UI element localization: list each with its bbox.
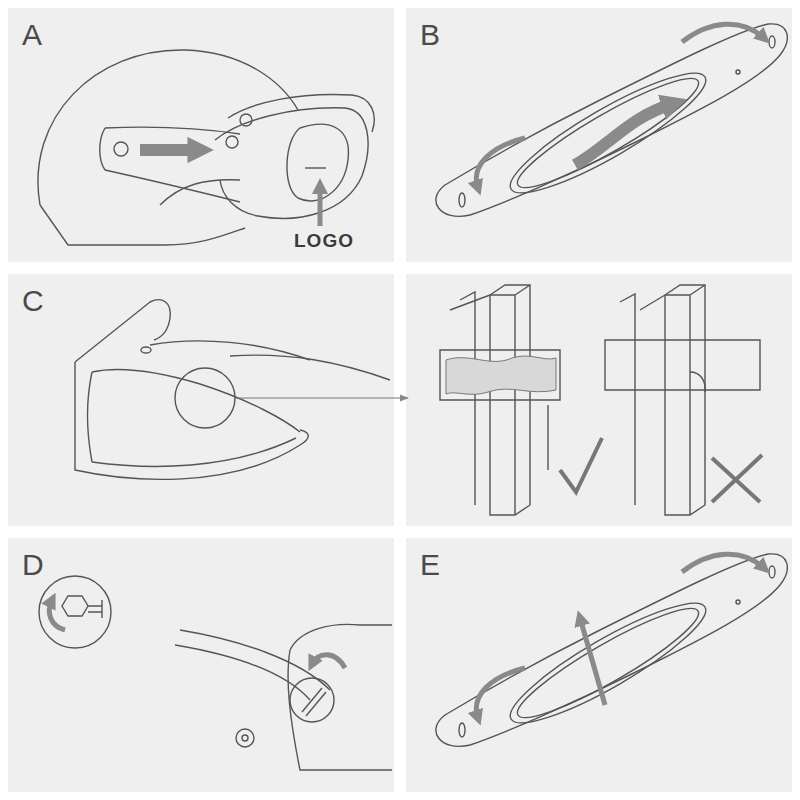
detail-panel: [406, 274, 792, 526]
step-letter: A: [22, 18, 42, 52]
visor-frame: [436, 24, 787, 216]
step-letter: D: [22, 548, 44, 582]
helmet-drawing: [38, 50, 298, 245]
step-letter: C: [22, 284, 44, 318]
logo-pointer: [318, 186, 323, 226]
visor-frame: [436, 554, 787, 746]
lift-arrow: [580, 618, 605, 705]
step-panel: D: [8, 538, 394, 792]
screw-drawing: [39, 576, 392, 770]
visor-drawing: [215, 94, 374, 218]
step-panel: E: [406, 538, 792, 792]
zoom-pointer: [235, 398, 408, 399]
rotate-arrow: [682, 24, 764, 42]
step-panel: A: [8, 8, 394, 262]
rotate-arrow: [476, 668, 525, 718]
rotate-arrow: [682, 554, 764, 572]
push-arrow: [575, 104, 672, 165]
visor-side-drawing: [75, 300, 390, 480]
move-arrow: [140, 144, 198, 156]
step-letter: E: [420, 548, 440, 582]
fit-detail: [440, 285, 762, 515]
step-letter: B: [420, 18, 440, 52]
rotate-arrow: [476, 138, 525, 188]
step-panel: C: [8, 274, 394, 526]
step-panel: B: [406, 8, 792, 262]
